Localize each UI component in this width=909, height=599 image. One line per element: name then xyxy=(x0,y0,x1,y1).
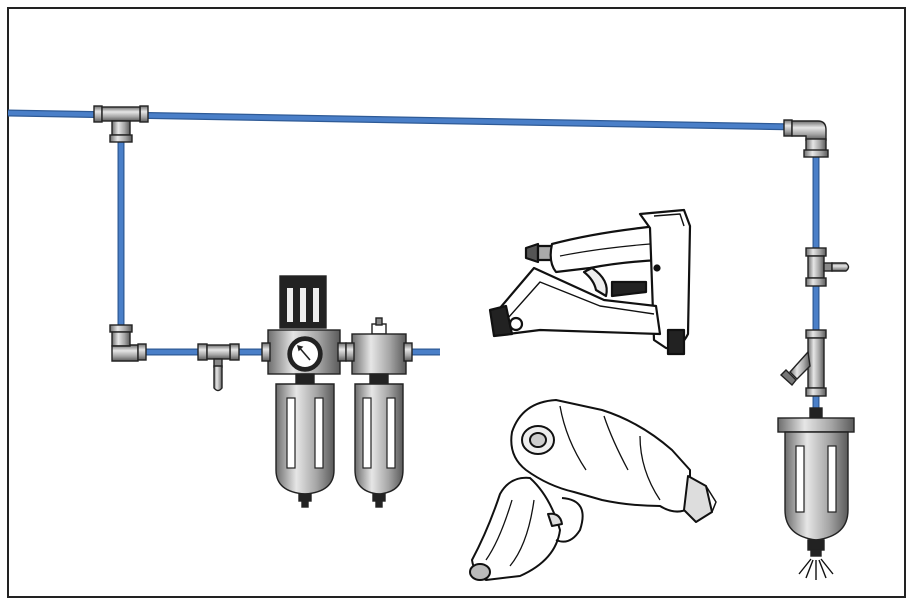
elbow-fitting-left xyxy=(109,324,147,362)
lubricator-bowl xyxy=(354,383,404,495)
y-strainer xyxy=(779,329,827,397)
pressure-gauge-icon xyxy=(287,336,323,372)
impact-wrench-icon xyxy=(469,399,717,581)
ball-valve-right xyxy=(805,247,850,287)
filter-regulator xyxy=(261,275,347,508)
drain-filter-bowl xyxy=(784,431,849,541)
drain-filter xyxy=(777,407,855,580)
pneumatic-nailer-icon xyxy=(488,208,692,356)
drain-spray-icon xyxy=(798,558,834,580)
filter-bowl xyxy=(275,383,335,495)
tee-fitting xyxy=(93,105,149,143)
diagram-frame xyxy=(7,7,906,598)
air-pipe-network xyxy=(7,109,820,420)
elbow-fitting-right xyxy=(783,119,829,158)
ball-valve-left xyxy=(197,343,240,392)
lubricator xyxy=(345,317,413,508)
